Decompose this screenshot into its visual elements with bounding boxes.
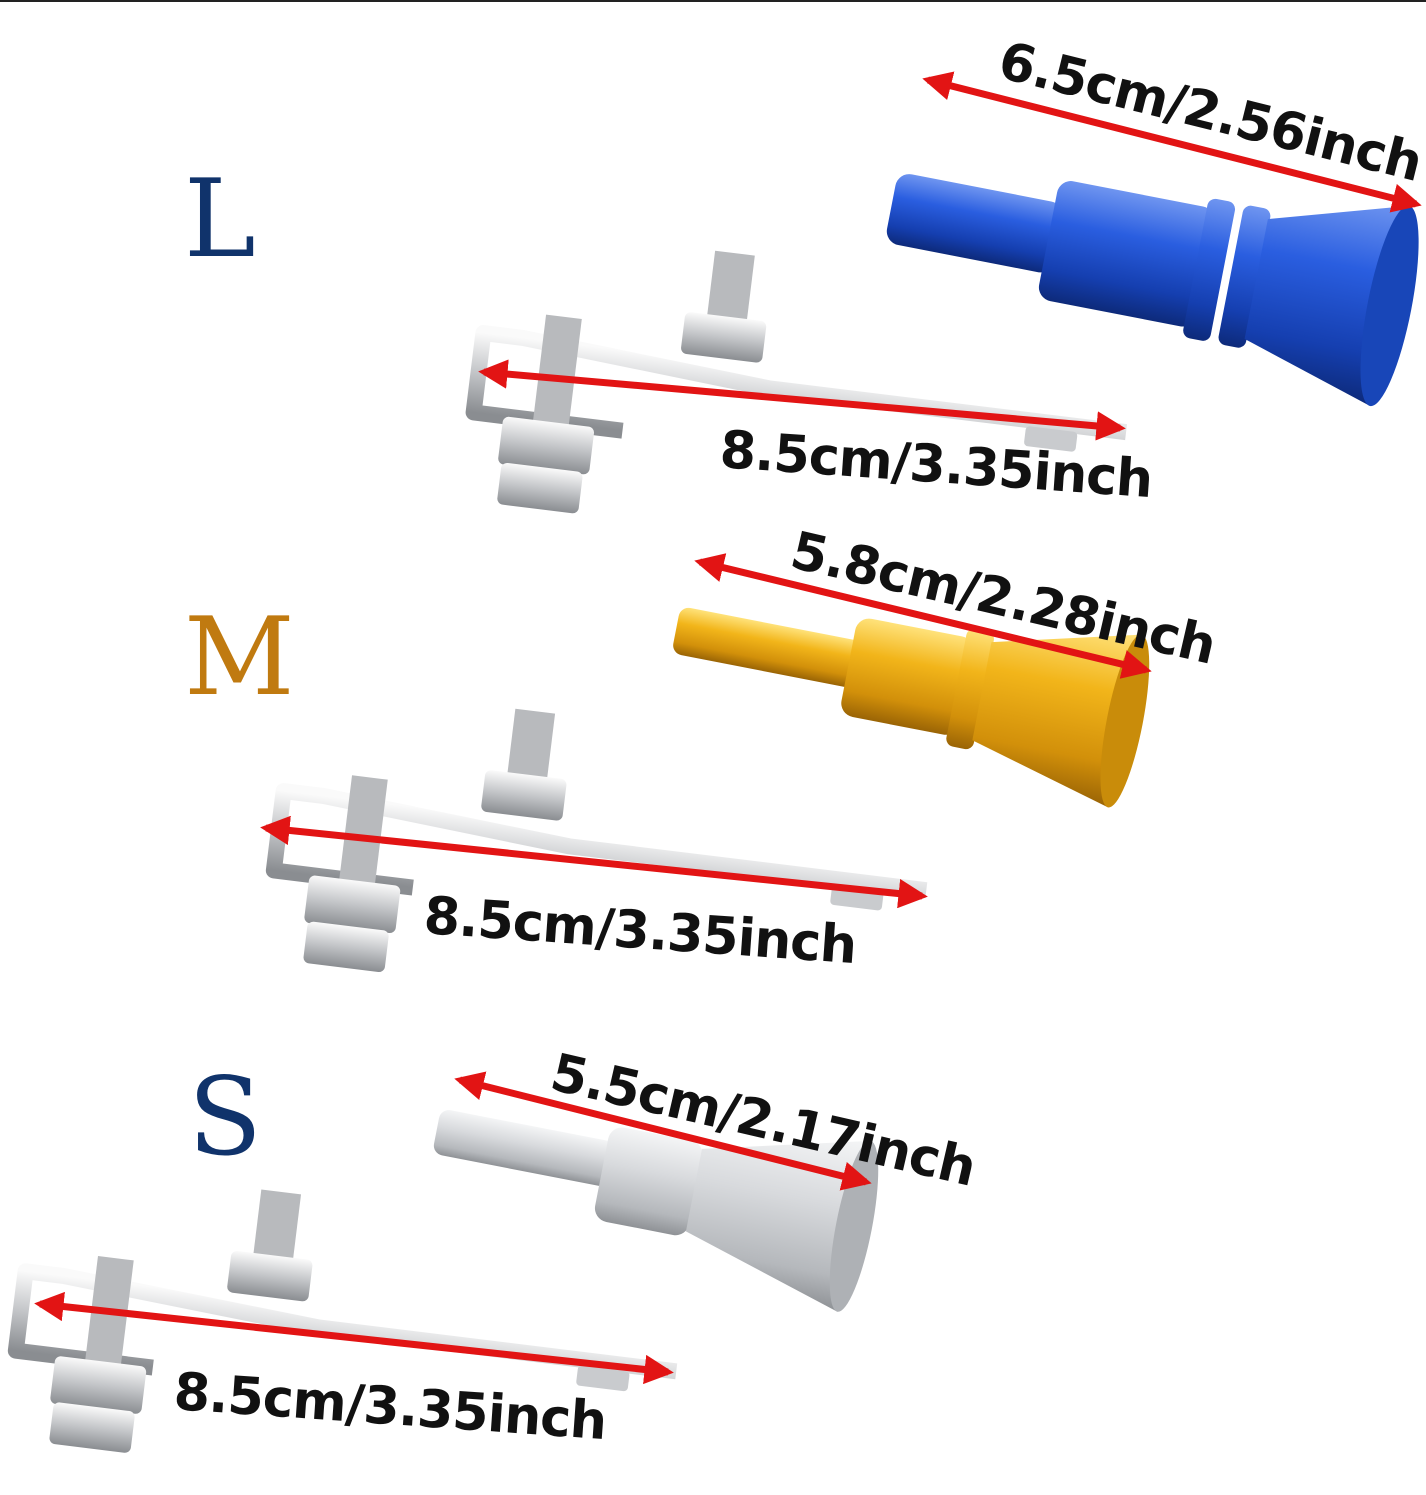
medium-nozzle-arrow: [694, 553, 1152, 679]
medium-bracket-arrow: [260, 815, 928, 909]
large-nozzle-arrow: [922, 71, 1422, 213]
dimension-arrows: [34, 71, 1422, 1385]
size-letter-s: S: [188, 1055, 262, 1180]
size-letter-m: M: [184, 595, 295, 720]
top-border: [0, 0, 1426, 2]
large-bracket-arrow: [478, 359, 1126, 441]
small-nozzle-arrow: [454, 1071, 872, 1191]
small-bracket-arrow: [34, 1291, 674, 1385]
size-letter-l: L: [184, 157, 256, 282]
